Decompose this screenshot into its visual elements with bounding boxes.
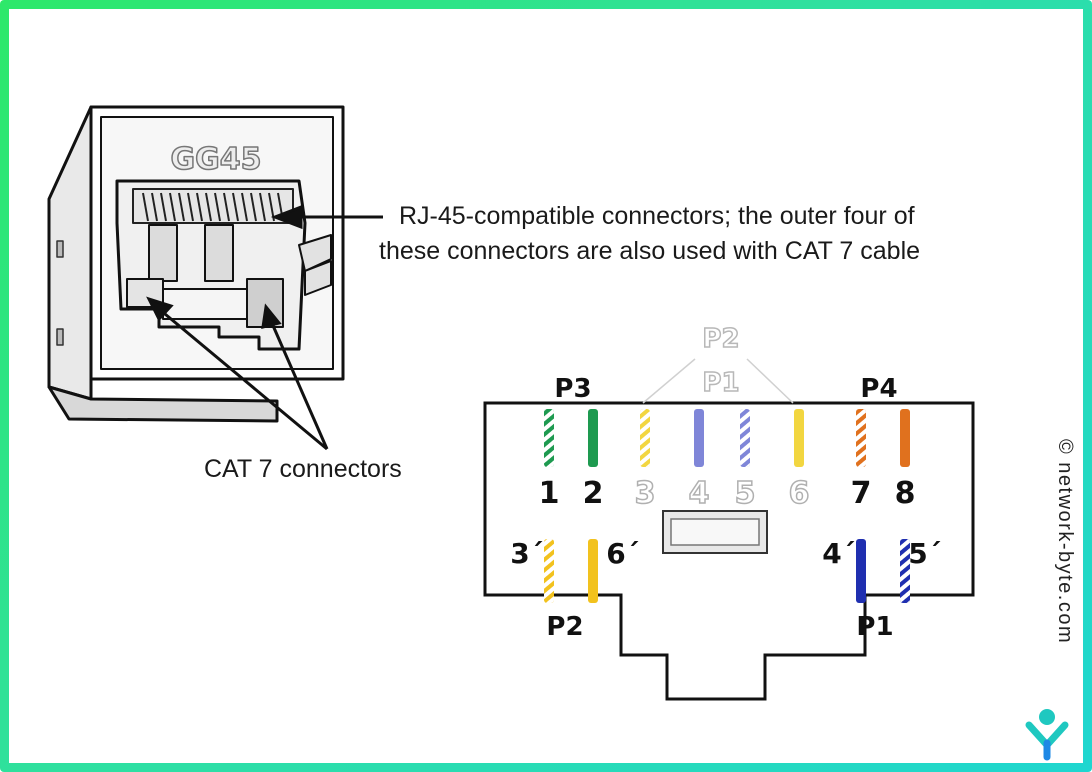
comb-tooth <box>241 192 248 222</box>
top-pin-label: 4 <box>689 476 710 511</box>
top-pin-1: 1 <box>539 409 560 511</box>
top-pin-wire <box>794 409 804 467</box>
jack-contact-comb <box>132 188 294 224</box>
comb-tooth <box>142 192 149 222</box>
top-pin-wire <box>900 409 910 467</box>
gg45-label: GG45 <box>171 142 262 177</box>
top-pin-stripe <box>544 409 554 467</box>
cat7-arrow-right-line <box>269 320 329 450</box>
pair-label-p1-top: P1 <box>702 368 739 398</box>
pair-label-p3: P3 <box>554 374 591 404</box>
comb-tooth <box>259 192 266 222</box>
pair-label-p4: P4 <box>860 374 897 404</box>
p2-guide-left <box>642 358 696 404</box>
bottom-pin-stripe <box>544 539 554 603</box>
cat7-arrow-left-head <box>146 296 174 322</box>
cat7-arrow-right-head <box>261 303 282 330</box>
rj45-callout-line1: RJ-45-compatible connectors; the outer f… <box>399 202 915 230</box>
bottom-pin-label: 6´ <box>606 537 639 570</box>
cat7-arrow-left-line <box>158 307 328 451</box>
top-pin-3: 3 <box>634 409 656 512</box>
comb-tooth <box>250 192 257 222</box>
p2-guide-right <box>746 358 794 404</box>
comb-tooth <box>232 192 239 222</box>
top-pin-label: 5 <box>735 476 756 511</box>
network-byte-logo-icon <box>1025 709 1069 761</box>
bottom-pin-wire <box>856 539 866 603</box>
bottom-pin-wire <box>588 539 598 603</box>
top-pin-wire <box>694 409 704 467</box>
comb-tooth <box>205 192 212 222</box>
top-pin-label: 6 <box>789 476 810 511</box>
bottom-pin-4: 5´ <box>900 537 942 603</box>
watermark-text: © network-byte.com <box>1054 439 1076 644</box>
top-pin-label: 1 <box>539 476 560 511</box>
diagram-canvas: GG45 RJ-45-compatible connectors; the ou… <box>9 9 1083 763</box>
top-pin-label: 7 <box>851 476 872 511</box>
bottom-pin-label: 3´ <box>510 537 543 570</box>
top-pin-label: 2 <box>583 476 604 511</box>
top-pin-stripe <box>740 409 750 467</box>
gg45-jack-illustration: GG45 <box>47 105 345 423</box>
top-pin-5: 5 <box>734 409 756 512</box>
comb-tooth <box>178 192 185 222</box>
top-pin-stripe <box>856 409 866 467</box>
top-pin-8: 8 <box>895 409 916 511</box>
bottom-pin-stripe <box>900 539 910 603</box>
pair-label-p1-bottom: P1 <box>856 612 893 642</box>
top-pin-6: 6 <box>788 409 810 512</box>
top-pin-2: 2 <box>583 409 604 511</box>
bottom-pin-label: 5´ <box>908 537 941 570</box>
comb-tooth <box>223 192 230 222</box>
bottom-pin-3: 4´ <box>822 537 866 603</box>
callout-arrows <box>146 204 383 451</box>
latch-slot-inner <box>670 518 760 546</box>
jack-left-side <box>47 105 93 401</box>
comb-tooth <box>214 192 221 222</box>
top-pin-label: 8 <box>895 476 916 511</box>
comb-tooth <box>169 192 176 222</box>
bottom-pin-2: 6´ <box>588 537 640 603</box>
top-pin-label: 3 <box>635 476 656 511</box>
bottom-pin-1: 3´ <box>510 537 554 603</box>
comb-tooth <box>187 192 194 222</box>
jack-bottom-side <box>47 385 279 423</box>
bottom-pin-label: 4´ <box>822 537 855 570</box>
rj45-callout-line2: these connectors are also used with CAT … <box>379 237 920 265</box>
top-pin-wire <box>588 409 598 467</box>
comb-tooth <box>151 192 158 222</box>
rj45-arrow-head <box>270 204 303 230</box>
gg45-pinout-diagram: GG45 RJ-45-compatible connectors; the ou… <box>47 105 1076 761</box>
comb-tooth <box>160 192 167 222</box>
top-pin-4: 4 <box>688 409 710 512</box>
pair-label-p2-top: P2 <box>702 324 739 354</box>
pair-label-p2-bottom: P2 <box>546 612 583 642</box>
top-pin-7: 7 <box>851 409 872 511</box>
top-pin-stripe <box>640 409 650 467</box>
comb-tooth <box>196 192 203 222</box>
cat7-callout: CAT 7 connectors <box>204 455 402 483</box>
